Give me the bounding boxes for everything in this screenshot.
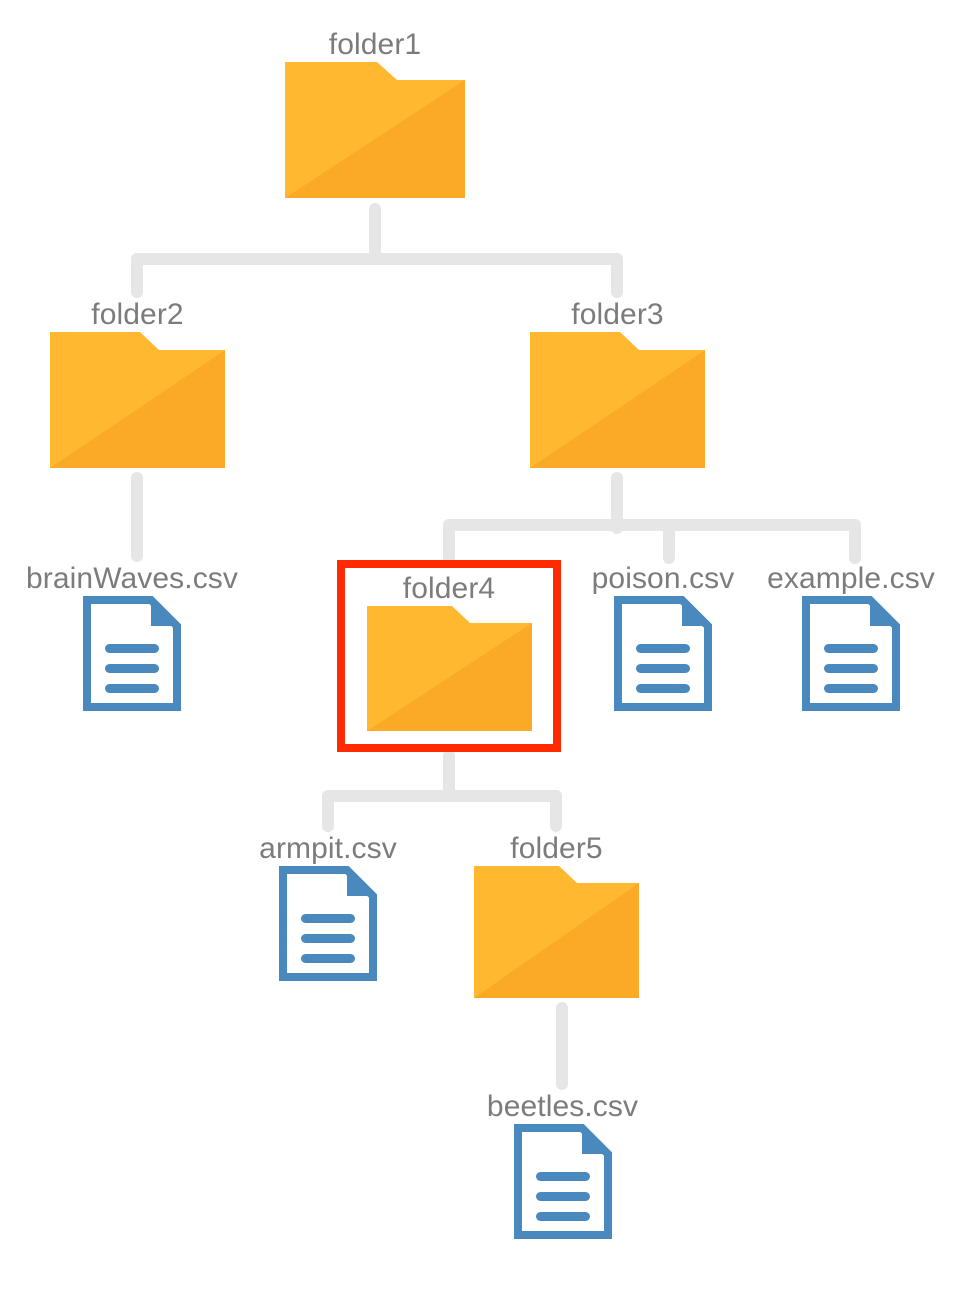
file-icon — [279, 866, 377, 981]
tree-node-brainwaves[interactable]: brainWaves.csv — [22, 562, 242, 711]
tree-node-poison[interactable]: poison.csv — [583, 562, 743, 711]
folder-icon — [50, 332, 225, 468]
connector-folder1-to-folder2 — [131, 253, 143, 298]
connector-folder4-stem — [443, 750, 455, 802]
file-icon — [83, 596, 181, 711]
connector-folder4-bus — [322, 790, 562, 802]
file-icon — [614, 596, 712, 711]
connector-folder3-to-example — [849, 519, 861, 564]
connector-folder1-bus — [131, 253, 623, 265]
tree-node-armpit[interactable]: armpit.csv — [250, 832, 406, 981]
connector-folder3-to-poison — [663, 519, 675, 564]
connector-folder5-to-beetles — [556, 1002, 568, 1090]
node-label-folder3: folder3 — [571, 298, 664, 331]
connector-folder1-stem — [369, 203, 381, 265]
file-icon — [513, 1124, 612, 1239]
tree-node-folder5[interactable]: folder5 — [474, 832, 639, 998]
node-label-folder4: folder4 — [402, 572, 496, 605]
file-icon — [802, 596, 900, 711]
connector-folder3-to-folder4 — [443, 519, 455, 564]
tree-node-folder4[interactable]: folder4 — [337, 560, 561, 752]
tree-node-folder1[interactable]: folder1 — [285, 28, 465, 198]
node-label-folder2: folder2 — [91, 298, 184, 331]
folder-icon — [474, 866, 639, 998]
folder-icon — [285, 62, 465, 198]
folder-icon — [366, 606, 532, 731]
tree-node-example[interactable]: example.csv — [765, 562, 937, 711]
connector-folder3-bus — [443, 519, 861, 531]
node-label-armpit: armpit.csv — [259, 832, 397, 865]
tree-node-folder2[interactable]: folder2 — [50, 298, 225, 468]
connector-folder4-to-armpit — [322, 790, 334, 832]
tree-node-beetles[interactable]: beetles.csv — [485, 1090, 640, 1239]
node-label-brainwaves: brainWaves.csv — [25, 562, 238, 595]
node-label-folder1: folder1 — [328, 28, 422, 61]
folder-icon — [530, 332, 705, 468]
node-label-poison: poison.csv — [591, 562, 735, 595]
connector-folder4-to-folder5 — [550, 790, 562, 832]
connector-folder2-to-brainwaves — [131, 472, 143, 562]
node-label-beetles: beetles.csv — [486, 1090, 639, 1123]
connector-folder3-stem — [611, 472, 623, 534]
node-label-example: example.csv — [767, 562, 935, 595]
connector-folder1-to-folder3 — [611, 253, 623, 298]
tree-node-folder3[interactable]: folder3 — [530, 298, 705, 468]
node-label-folder5: folder5 — [510, 832, 603, 865]
